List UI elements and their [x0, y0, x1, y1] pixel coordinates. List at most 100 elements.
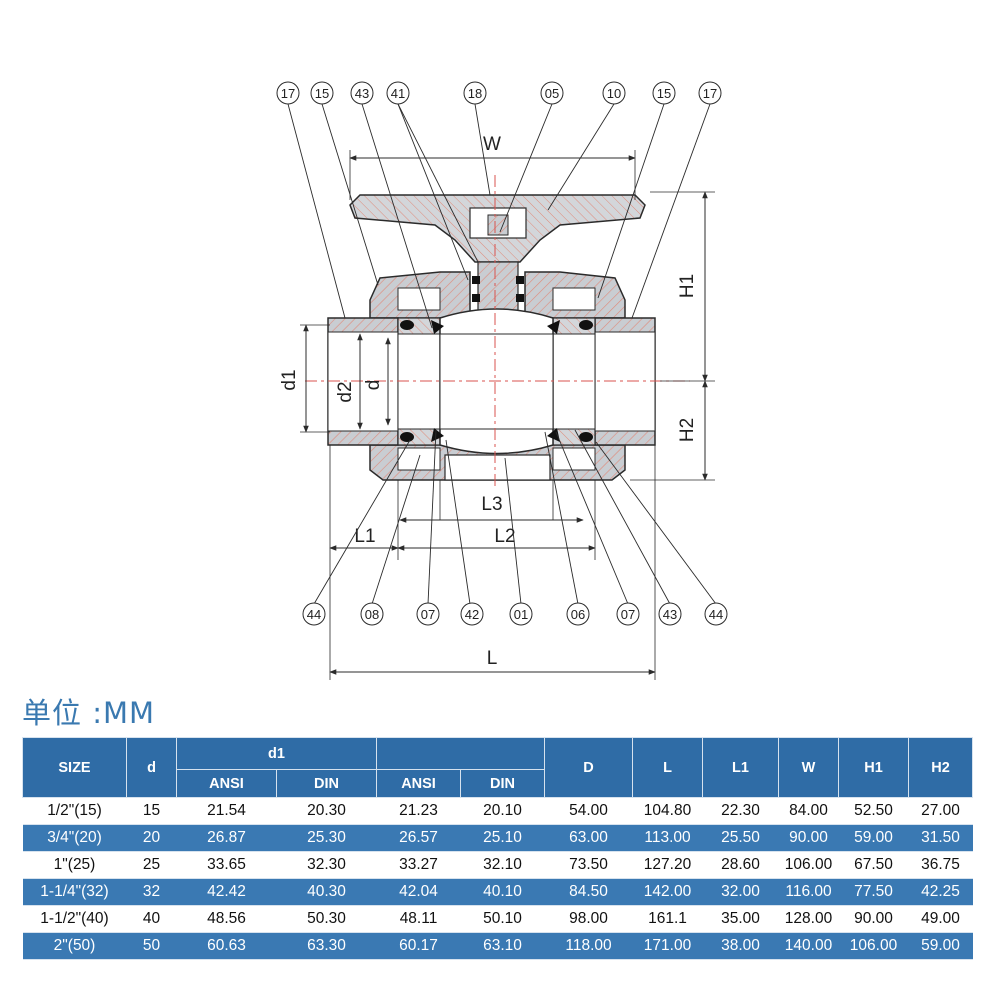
header-d2-ansi: ANSI [376, 769, 462, 798]
callout-circle: 01 [509, 602, 533, 626]
table-cell: 38.00 [702, 932, 779, 960]
table-cell: 54.00 [544, 797, 633, 825]
callout-circle: 18 [463, 81, 487, 105]
header-d1-din: DIN [275, 769, 378, 798]
callout-circle: 07 [616, 602, 640, 626]
table-cell: 116.00 [778, 878, 839, 906]
callout-number: 01 [514, 607, 528, 622]
table-cell: 50.30 [276, 905, 377, 933]
header-d2 [376, 737, 546, 770]
table-cell: 1-1/4"(32) [22, 878, 127, 906]
dim-label-l1: L1 [354, 526, 375, 547]
callout-number: 05 [545, 86, 559, 101]
dim-label-h2: H2 [677, 418, 698, 442]
header-h1: H1 [838, 737, 910, 798]
table-cell: 59.00 [838, 824, 909, 852]
header-d: d [126, 737, 177, 798]
callout-circle: 44 [302, 602, 326, 626]
callout-number: 17 [281, 86, 295, 101]
table-cell: 42.42 [176, 878, 277, 906]
table-cell: 33.27 [376, 851, 461, 879]
table-cell: 21.54 [176, 797, 277, 825]
table-cell: 36.75 [908, 851, 973, 879]
top-callouts: 17 15 43 41 18 05 10 15 17 [276, 81, 722, 105]
callout-circle: 41 [386, 81, 410, 105]
callout-number: 08 [365, 607, 379, 622]
valve-cross-section-drawing: W H1 H2 d1 d2 d L3 L2 L1 L [276, 81, 728, 680]
table-cell: 161.1 [632, 905, 703, 933]
table-cell: 113.00 [632, 824, 703, 852]
callout-number: 15 [657, 86, 671, 101]
table-cell: 20 [126, 824, 177, 852]
header-big-d: D [544, 737, 634, 798]
dim-label-l3: L3 [481, 494, 502, 515]
table-cell: 60.63 [176, 932, 277, 960]
callout-circle: 44 [704, 602, 728, 626]
callout-circle: 42 [460, 602, 484, 626]
table-cell: 35.00 [702, 905, 779, 933]
table-cell: 40.10 [460, 878, 545, 906]
table-cell: 50.10 [460, 905, 545, 933]
callout-number: 44 [307, 607, 321, 622]
table-cell: 128.00 [778, 905, 839, 933]
callout-number: 06 [571, 607, 585, 622]
table-cell: 20.30 [276, 797, 377, 825]
header-d2-din: DIN [460, 769, 546, 798]
table-cell: 1/2"(15) [22, 797, 127, 825]
callout-number: 42 [465, 607, 479, 622]
header-w: W [778, 737, 840, 798]
callout-circle: 17 [276, 81, 300, 105]
dimension-table: SIZE d d1 D L L1 W H1 H2 ANSI DIN ANSI D… [22, 737, 974, 960]
table-cell: 118.00 [544, 932, 633, 960]
table-cell: 20.10 [460, 797, 545, 825]
table-cell: 67.50 [838, 851, 909, 879]
end-connectors [327, 317, 656, 446]
dim-label-l2: L2 [494, 526, 515, 547]
bottom-callouts: 44 08 07 42 01 06 07 43 44 [302, 602, 728, 626]
callout-circle: 06 [566, 602, 590, 626]
unit-label: 单位 :MM [22, 696, 156, 730]
table-cell: 1"(25) [22, 851, 127, 879]
table-cell: 25 [126, 851, 177, 879]
table-cell: 50 [126, 932, 177, 960]
table-header: SIZE d d1 D L L1 W H1 H2 ANSI DIN ANSI D… [22, 737, 974, 798]
o-rings [400, 320, 593, 442]
callout-number: 07 [621, 607, 635, 622]
callout-circle: 10 [602, 81, 626, 105]
table-cell: 127.20 [632, 851, 703, 879]
table-cell: 21.23 [376, 797, 461, 825]
callout-number: 43 [663, 607, 677, 622]
table-cell: 52.50 [838, 797, 909, 825]
table-cell: 90.00 [778, 824, 839, 852]
table-cell: 40.30 [276, 878, 377, 906]
callout-number: 43 [355, 86, 369, 101]
dim-label-d2: d2 [335, 381, 356, 402]
table-cell: 59.00 [908, 932, 973, 960]
callout-number: 44 [709, 607, 723, 622]
header-l1: L1 [702, 737, 780, 798]
table-cell: 49.00 [908, 905, 973, 933]
table-cell: 3/4"(20) [22, 824, 127, 852]
table-cell: 32.30 [276, 851, 377, 879]
table-cell: 73.50 [544, 851, 633, 879]
callout-circle: 08 [360, 602, 384, 626]
table-cell: 106.00 [838, 932, 909, 960]
callout-circle: 07 [416, 602, 440, 626]
table-cell: 32 [126, 878, 177, 906]
table-cell: 26.57 [376, 824, 461, 852]
table-cell: 140.00 [778, 932, 839, 960]
callout-circle: 15 [652, 81, 676, 105]
callout-number: 41 [391, 86, 405, 101]
table-cell: 27.00 [908, 797, 973, 825]
table-cell: 42.25 [908, 878, 973, 906]
dim-label-h1: H1 [677, 274, 698, 298]
table-cell: 40 [126, 905, 177, 933]
table-cell: 171.00 [632, 932, 703, 960]
header-l: L [632, 737, 704, 798]
callout-circle: 15 [310, 81, 334, 105]
table-cell: 2"(50) [22, 932, 127, 960]
dim-label-d1: d1 [279, 369, 300, 390]
